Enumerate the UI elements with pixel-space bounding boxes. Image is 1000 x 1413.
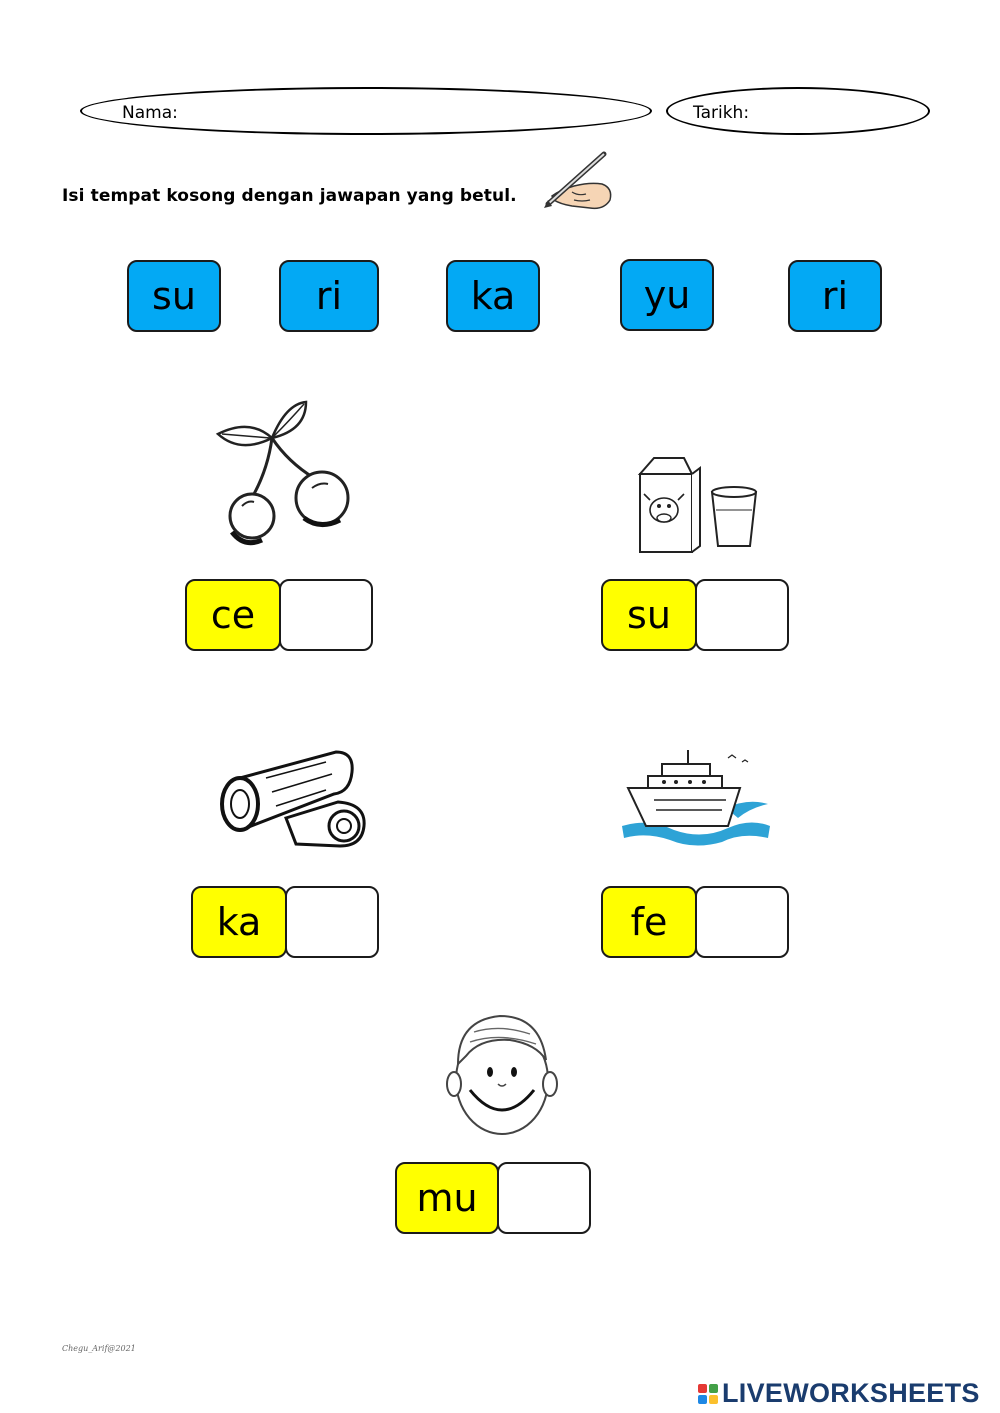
word-tile-su[interactable]: su: [127, 260, 221, 332]
answer-box-4[interactable]: [695, 886, 789, 958]
pencil-hand-icon: [544, 151, 612, 210]
answer-box-2[interactable]: [695, 579, 789, 651]
prefix-tile-ka: ka: [191, 886, 287, 958]
brand-name: LIVEWORKSHEETS: [722, 1378, 980, 1408]
liveworksheets-logo[interactable]: LIVEWORKSHEETS: [698, 1378, 980, 1409]
name-field[interactable]: Nama:: [80, 87, 652, 135]
answer-box-1[interactable]: [279, 579, 373, 651]
ferry-icon: [622, 750, 770, 846]
prefix-tile-mu: mu: [395, 1162, 499, 1234]
author-credit: Chegu_Arif@2021: [62, 1344, 136, 1353]
name-label: Nama:: [122, 103, 178, 123]
word-tile-yu[interactable]: yu: [620, 259, 714, 331]
face-icon: [446, 1014, 558, 1135]
prefix-tile-su: su: [601, 579, 697, 651]
word-tile-ka[interactable]: ka: [446, 260, 540, 332]
answer-box-3[interactable]: [285, 886, 379, 958]
prefix-tile-fe: fe: [601, 886, 697, 958]
log-icon: [220, 750, 366, 848]
word-tile-ri-2[interactable]: ri: [788, 260, 882, 332]
instruction-text: Isi tempat kosong dengan jawapan yang be…: [62, 186, 517, 206]
answer-box-5[interactable]: [497, 1162, 591, 1234]
date-label: Tarikh:: [693, 103, 750, 123]
name-input[interactable]: [190, 98, 634, 128]
cherry-icon: [215, 400, 350, 546]
prefix-tile-ce: ce: [185, 579, 281, 651]
date-field[interactable]: Tarikh:: [666, 87, 930, 135]
word-tile-ri[interactable]: ri: [279, 260, 379, 332]
milk-icon: [637, 457, 758, 553]
date-input[interactable]: [758, 98, 912, 128]
logo-grid-icon: [698, 1383, 718, 1404]
